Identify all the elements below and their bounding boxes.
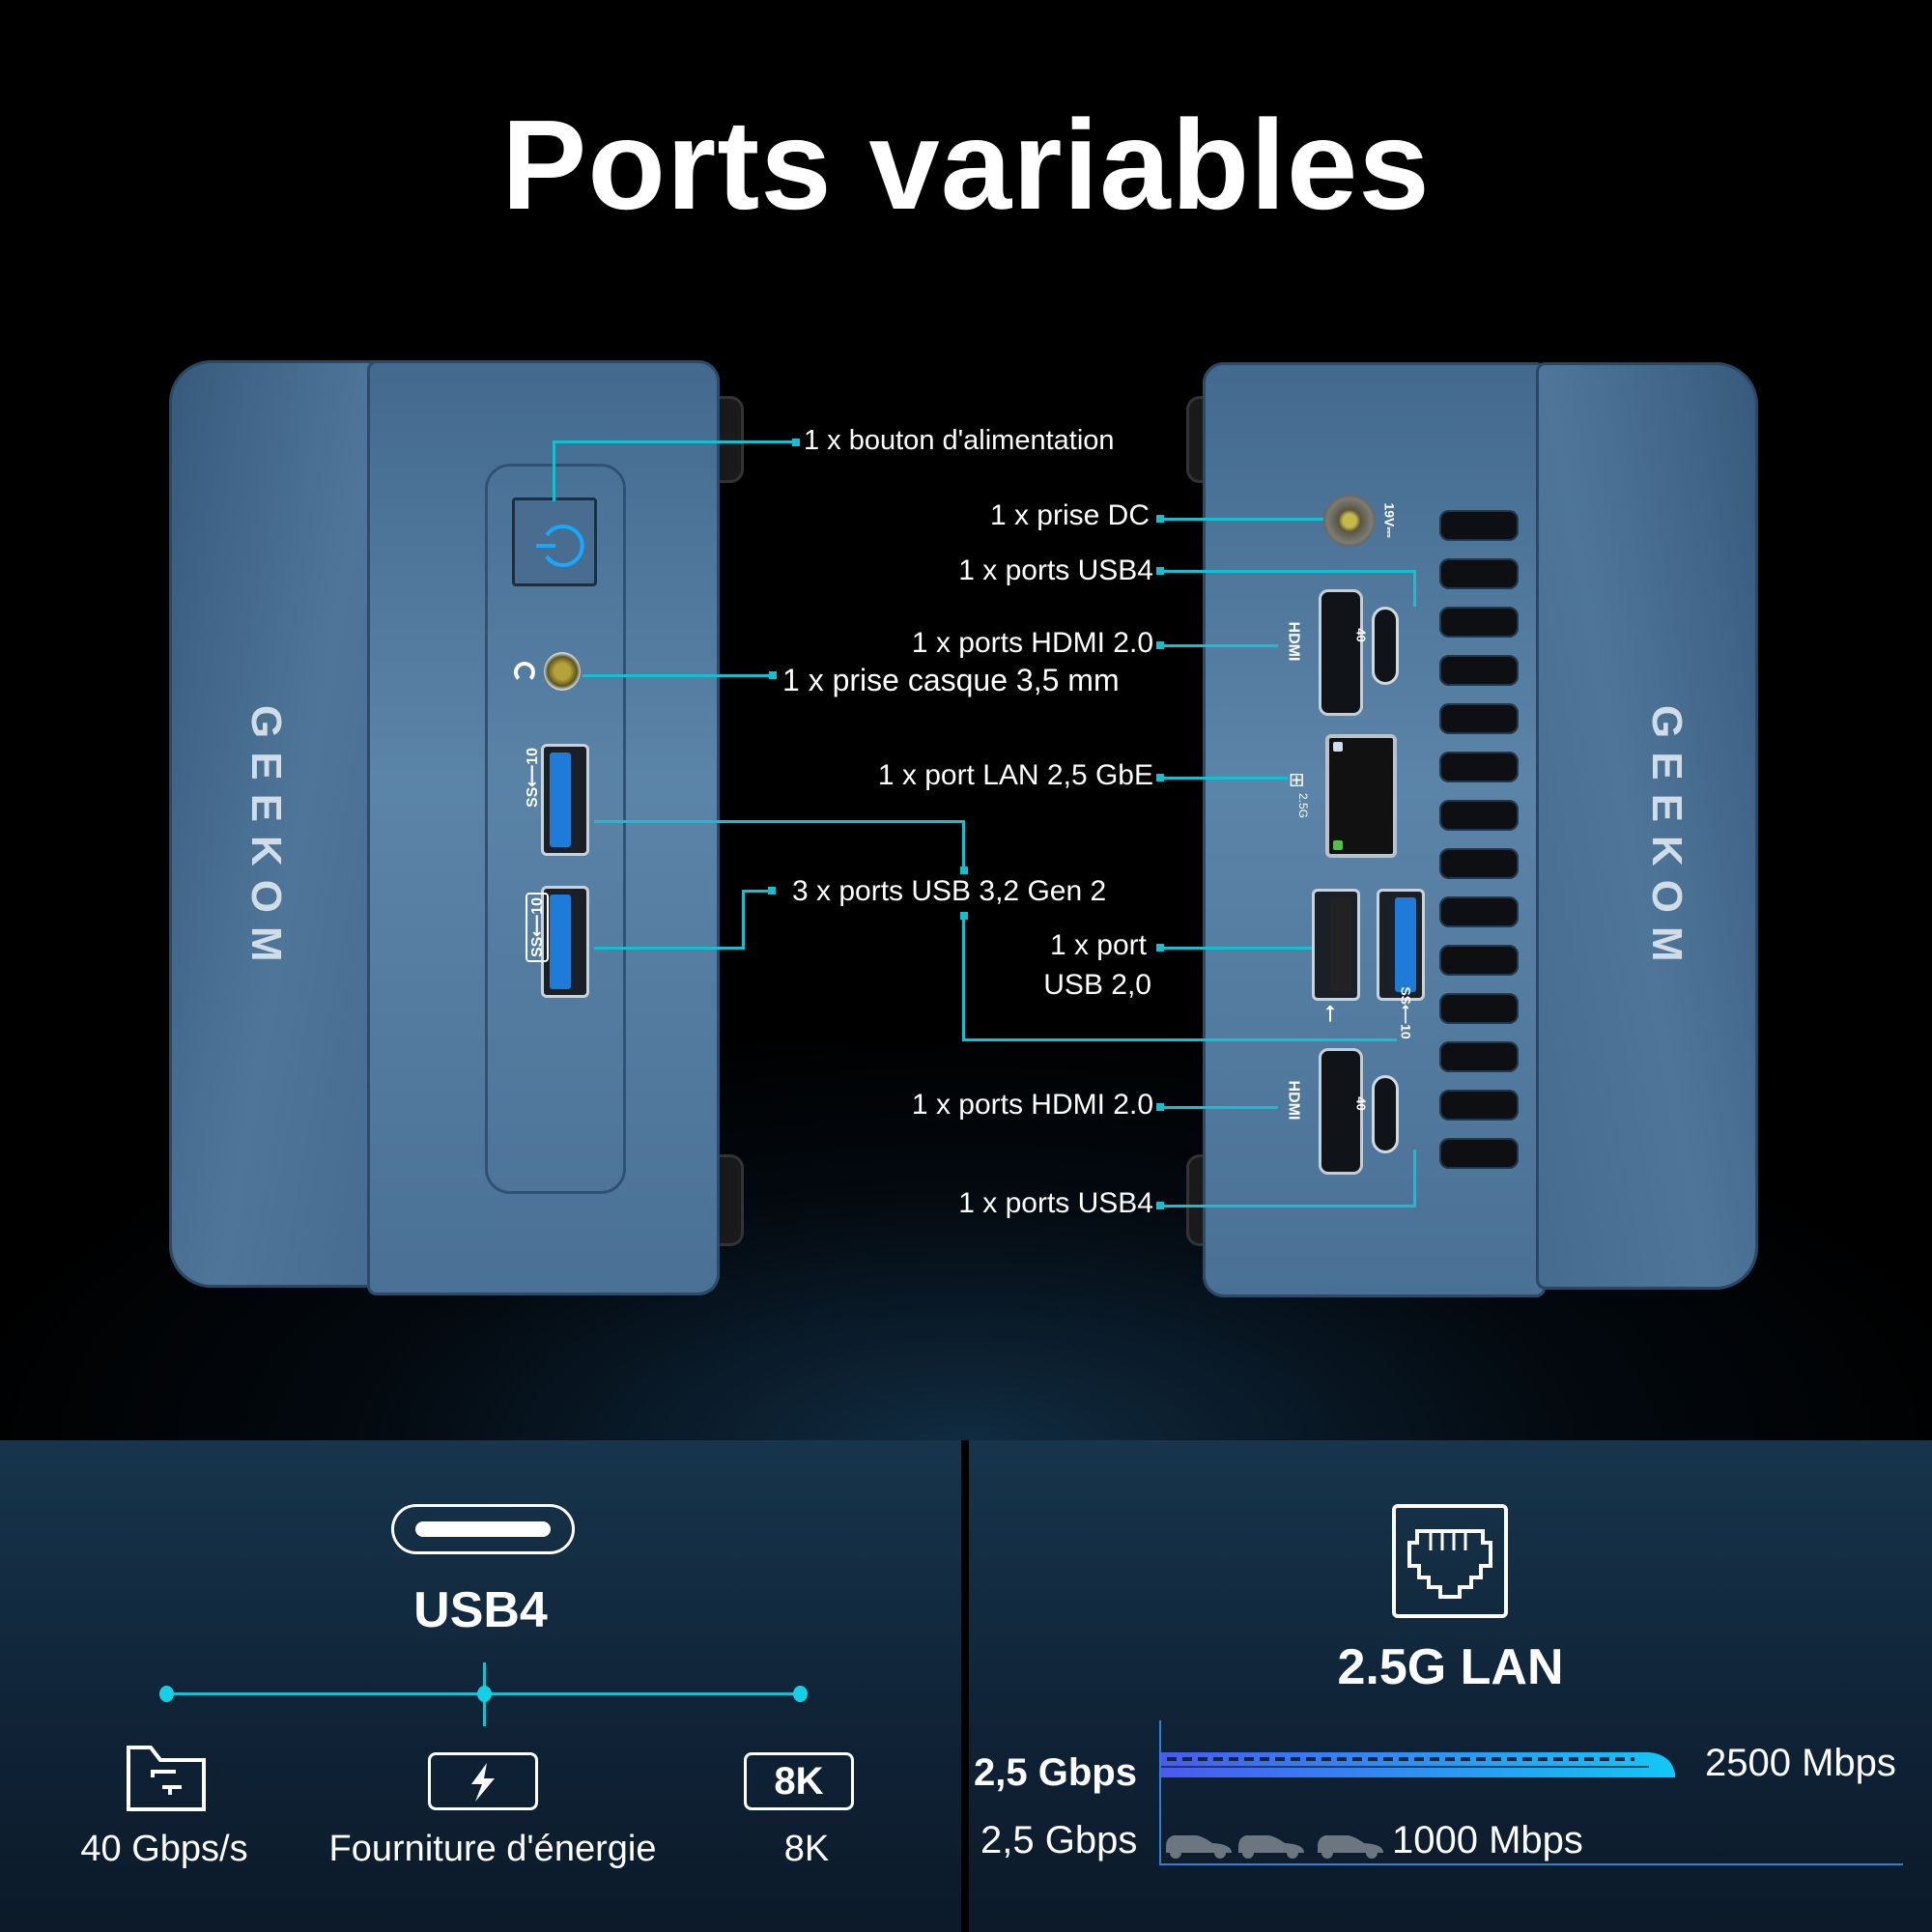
speed-value-lan: 2500 Mbps — [1705, 1742, 1896, 1784]
callout-line — [962, 820, 965, 868]
usb4-port-bottom[interactable] — [1372, 1075, 1399, 1153]
network-icon: ⊞ — [1285, 772, 1307, 788]
geekom-logo: GEEKOM — [1643, 705, 1690, 976]
usb4-40-icon: 40 — [1353, 628, 1369, 642]
callout-dot — [792, 439, 800, 446]
callout-line — [1162, 518, 1323, 521]
device-side-panel — [169, 360, 391, 1288]
callout-dot — [768, 887, 776, 895]
usb4-40-icon: 40 — [1353, 1096, 1369, 1111]
timeline-dot — [159, 1686, 174, 1702]
feature-label-8k: 8K — [783, 1829, 830, 1869]
car-icon — [1164, 1830, 1386, 1859]
ethernet-port-icon — [1392, 1504, 1508, 1618]
chart-axis-y — [1159, 1720, 1161, 1865]
label-usb32: 3 x ports USB 3,2 Gen 2 — [792, 875, 1107, 907]
timeline-dot — [477, 1686, 492, 1702]
callout-line — [1162, 947, 1312, 950]
callout-line — [1162, 644, 1278, 647]
feature-label-power: Fourniture d'énergie — [328, 1829, 657, 1869]
power-button[interactable] — [512, 497, 597, 586]
usb4-panel: USB4 40 Gbps/s Fourniture d'énergie 8K 8… — [0, 1440, 961, 1932]
label-usb4-bottom: 1 x ports USB4 — [958, 1187, 1153, 1219]
callout-dot — [1156, 1103, 1164, 1111]
hdmi-logo: HDMI — [1285, 1080, 1302, 1121]
hdmi-port-bottom[interactable] — [1319, 1048, 1363, 1175]
headphone-icon — [514, 662, 535, 683]
feature-label-speed: 40 Gbps/s — [80, 1829, 248, 1869]
speed-label-standard: 2,5 Gbps — [980, 1819, 1138, 1861]
callout-line — [594, 947, 744, 950]
callout-line — [1162, 570, 1415, 573]
label-hdmi-top: 1 x ports HDMI 2.0 — [911, 627, 1153, 659]
label-dc: 1 x prise DC — [989, 499, 1150, 531]
label-hdmi-bottom: 1 x ports HDMI 2.0 — [911, 1089, 1153, 1121]
usb4-title: USB4 — [413, 1582, 548, 1638]
8k-badge-icon: 8K — [744, 1752, 854, 1810]
label-lan: 1 x port LAN 2,5 GbE — [877, 759, 1153, 791]
label-power-button: 1 x bouton d'alimentation — [804, 425, 1115, 456]
callout-line — [962, 914, 965, 1040]
callout-line — [553, 441, 555, 501]
lan-panel: 2.5G LAN 2,5 Gbps 2500 Mbps 2,5 Gbps 100… — [969, 1440, 1932, 1932]
usb-ss10-icon: SS⟵10 — [1398, 986, 1414, 1039]
callout-dot — [1156, 774, 1164, 781]
headphone-jack[interactable] — [544, 652, 581, 691]
callout-line — [594, 820, 963, 823]
callout-line — [1162, 1106, 1278, 1109]
lan-2.5g-marking: 2.5G — [1296, 792, 1311, 819]
callout-dot — [1156, 641, 1164, 649]
callout-line — [742, 890, 745, 950]
chart-axis-x — [1159, 1863, 1903, 1865]
front-device: GEEKOM SS⟵10 SS⟵10 — [0, 0, 966, 1352]
hdmi-logo: HDMI — [1285, 621, 1302, 662]
rear-device: GEEKOM 19V⎓ HDMI 40 ⊞ 2.5G ⭠ SS⟵10 HDMI … — [1186, 362, 1758, 1297]
usb-a-port-3[interactable] — [1377, 889, 1425, 1001]
callout-line — [1162, 1205, 1415, 1208]
panel-divider — [961, 1440, 969, 1932]
callout-dot — [1156, 567, 1164, 575]
usb2-port[interactable] — [1312, 889, 1360, 1001]
callout-line — [1413, 1150, 1416, 1208]
page-title: Ports variables — [501, 94, 1431, 236]
callout-line — [1162, 777, 1288, 780]
callout-dot — [1156, 1202, 1164, 1209]
vent-grille — [1439, 510, 1519, 1169]
usb-a-port-2[interactable] — [541, 886, 589, 998]
usb-a-port-1[interactable] — [541, 744, 589, 856]
usb-trident-icon: ⭠ — [1318, 1004, 1345, 1023]
lan-port[interactable] — [1325, 734, 1397, 858]
hdmi-port-top[interactable] — [1319, 589, 1363, 716]
lightning-bolt-icon — [428, 1752, 538, 1810]
power-icon — [536, 525, 584, 567]
label-usb2-line1: 1 x port — [1049, 929, 1147, 961]
callout-line — [582, 674, 772, 677]
callout-line — [962, 1038, 1397, 1041]
callout-dot — [1156, 515, 1164, 523]
callout-line — [1413, 570, 1416, 607]
train-icon — [1161, 1752, 1683, 1789]
label-audio-jack: 1 x prise casque 3,5 mm — [782, 663, 1120, 697]
label-usb2-line2: USB 2,0 — [1043, 969, 1151, 1001]
usb4-port-top[interactable] — [1372, 607, 1399, 685]
dc-jack[interactable] — [1323, 495, 1376, 547]
data-transfer-folder-icon — [126, 1745, 207, 1812]
callout-line — [742, 890, 769, 893]
label-usb4-top: 1 x ports USB4 — [958, 554, 1153, 586]
lan-title: 2.5G LAN — [1337, 1639, 1564, 1695]
callout-dot — [960, 867, 968, 874]
speed-label-lan: 2,5 Gbps — [974, 1751, 1137, 1794]
callout-line — [553, 440, 796, 443]
dc-marking: 19V⎓ — [1381, 502, 1398, 538]
speed-value-standard: 1000 Mbps — [1392, 1819, 1583, 1861]
callout-dot — [1156, 944, 1164, 952]
usb-c-port-icon — [391, 1504, 575, 1554]
callout-dot — [769, 671, 777, 679]
timeline-dot — [793, 1686, 808, 1702]
device-side-panel — [1536, 362, 1758, 1290]
